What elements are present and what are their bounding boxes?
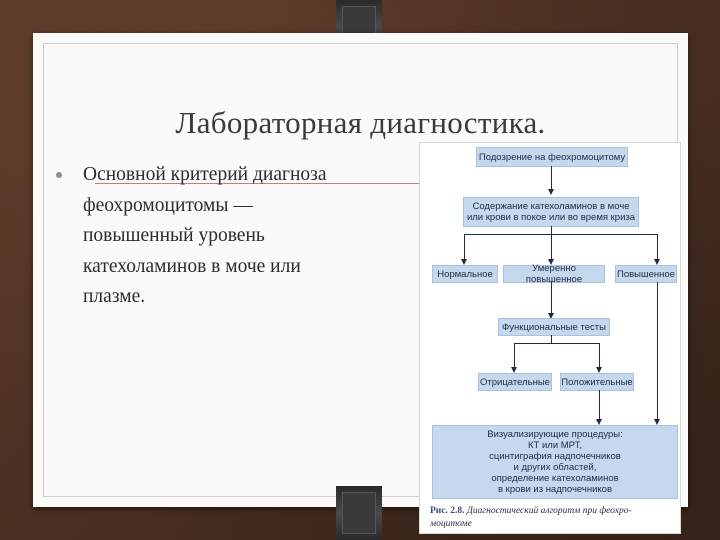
bullet-dot-icon xyxy=(56,172,62,178)
arrow-connector xyxy=(514,343,599,344)
figure-caption: Рис. 2.8. Диагностический алгоритм при ф… xyxy=(430,505,675,531)
arrow-connector xyxy=(551,166,552,192)
box-normal: Нормальное xyxy=(432,265,498,283)
binder-clip-bottom xyxy=(336,486,382,540)
arrow-connector xyxy=(657,234,658,262)
arrowhead-icon xyxy=(547,189,554,195)
box-moderate: Умеренно повышенное xyxy=(503,263,605,285)
diagnostic-flowchart: Подозрение на феохромоцитому Содержание … xyxy=(419,142,681,534)
bullet-item: Основной критерий диагноза феохромоцитом… xyxy=(56,160,383,313)
arrow-connector xyxy=(514,343,515,370)
arrowhead-icon xyxy=(595,419,602,425)
arrowhead-icon xyxy=(653,259,660,265)
box-suspicion: Подозрение на феохромоцитому xyxy=(476,147,628,167)
box-elevated: Повышенное xyxy=(615,265,677,283)
caption-label: Рис. 2.8. xyxy=(430,506,465,516)
arrow-connector xyxy=(551,282,552,316)
arrowhead-icon xyxy=(510,367,517,373)
divider xyxy=(95,183,465,184)
arrow-connector xyxy=(599,343,600,370)
caption-text: Диагностический алгоритм при феохро- моц… xyxy=(430,506,632,529)
arrow-connector xyxy=(657,282,658,422)
arrowhead-icon xyxy=(547,259,554,265)
bullet-text: Основной критерий диагноза феохромоцитом… xyxy=(83,164,327,307)
arrow-connector xyxy=(599,390,600,422)
slide-title: Лабораторная диагностика. xyxy=(175,105,546,140)
arrowhead-icon xyxy=(653,419,660,425)
arrow-connector xyxy=(551,234,552,262)
arrowhead-icon xyxy=(595,367,602,373)
box-negative: Отрицательные xyxy=(478,373,552,391)
box-catecholamines: Содержание катехоламинов в моче или кров… xyxy=(463,197,639,227)
box-visualization: Визуализирующие процедуры: КТ или МРТ, с… xyxy=(432,425,678,499)
arrowhead-icon xyxy=(460,259,467,265)
box-functional-tests: Функциональные тесты xyxy=(498,318,610,336)
arrow-connector xyxy=(464,234,465,262)
arrow-connector xyxy=(551,335,552,343)
arrow-connector xyxy=(464,234,657,235)
box-positive: Положительные xyxy=(560,373,634,391)
arrow-connector xyxy=(551,226,552,234)
arrowhead-icon xyxy=(547,313,554,319)
